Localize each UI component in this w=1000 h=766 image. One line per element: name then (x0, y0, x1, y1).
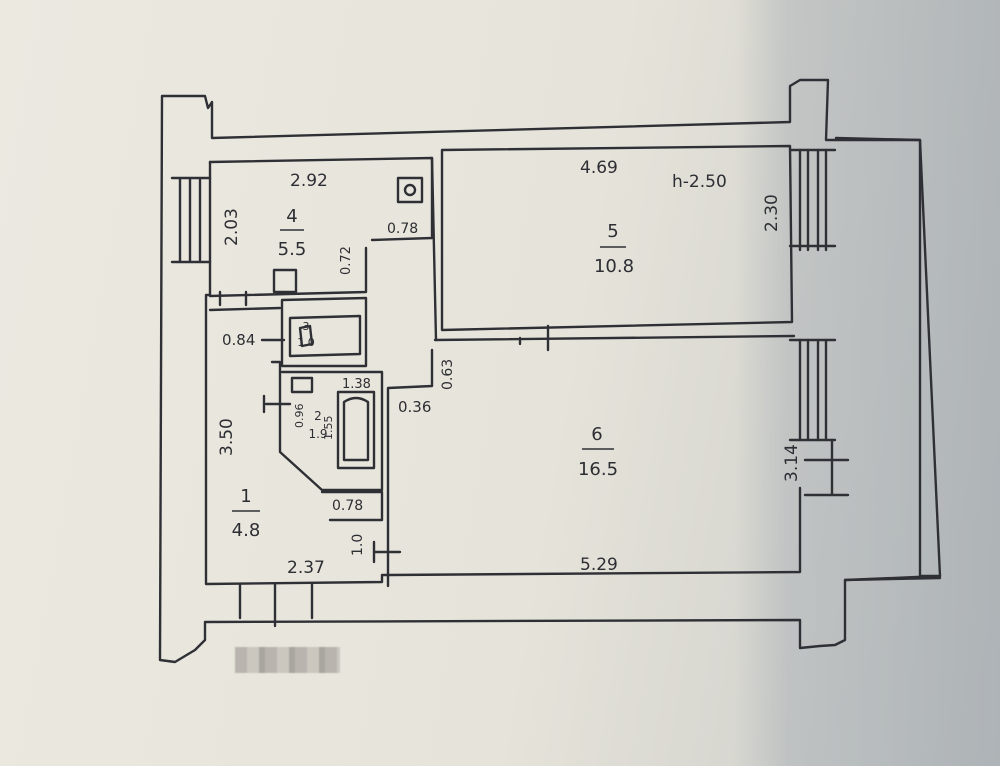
wc-width-label: 0.78 (332, 498, 363, 514)
kitchen-depth-label: 2.03 (222, 208, 242, 246)
kitchen-gap-label: 0.72 (339, 246, 354, 275)
room6-area: 16.5 (578, 459, 618, 480)
hall-width-label: 2.37 (287, 558, 325, 578)
photo-shadow (735, 0, 1000, 766)
inner-outline (204, 160, 802, 586)
bath-width-label: 1.38 (342, 377, 371, 392)
door-63-label: 0.63 (440, 359, 456, 390)
room3-number: 3 (303, 320, 310, 333)
bathroom-block (280, 296, 368, 368)
wc-door-label: 1.0 (350, 534, 366, 556)
kitchen-nook-label: 0.78 (387, 221, 418, 237)
bath-small-label: 0.96 (293, 404, 306, 429)
room6-depth-label: 3.14 (782, 444, 802, 482)
room6-number: 6 (591, 424, 602, 445)
hall-depth-label: 3.50 (217, 418, 237, 456)
room6-width-label: 5.29 (580, 555, 618, 575)
room5-number: 5 (607, 221, 618, 242)
ceiling-height-label: h-2.50 (672, 172, 727, 192)
room4-number: 4 (286, 206, 297, 227)
kitchen-width-label: 2.92 (290, 171, 328, 191)
redacted-stamp (235, 647, 340, 673)
room5-depth-label: 2.30 (762, 194, 782, 232)
room2-number: 2 (314, 409, 322, 423)
room4-area: 5.5 (278, 239, 307, 260)
bath-depth-label: 1.55 (322, 416, 335, 441)
door-36-label: 0.36 (398, 398, 431, 416)
room5-walls (440, 144, 794, 332)
room5-area: 10.8 (594, 256, 634, 277)
room1-area: 4.8 (232, 520, 261, 541)
room2-area: 1.9 (308, 427, 327, 441)
hall-gap-label: 0.84 (222, 331, 255, 349)
room1-number: 1 (240, 486, 251, 507)
room3-area: 1.0 (297, 336, 315, 349)
room5-width-label: 4.69 (580, 158, 618, 178)
